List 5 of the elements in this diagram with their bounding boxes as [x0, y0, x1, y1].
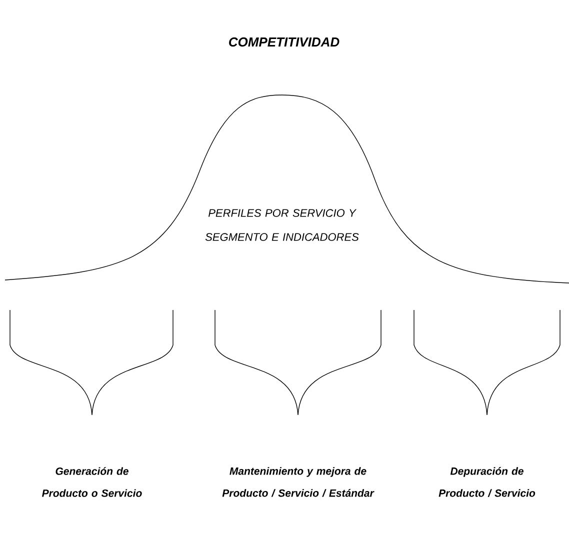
title: COMPETITIVIDAD: [229, 37, 340, 47]
category-label: Depuración de Producto / Servicio: [438, 467, 536, 497]
category-label: Generación de Producto o Servicio: [42, 467, 142, 497]
curve-text: PERFILES POR SERVICIO Y SEGMENTO E INDICADORES: [205, 209, 359, 241]
category-label: Mantenimiento y mejora de Producto / Servicio / Estándar: [222, 467, 374, 497]
